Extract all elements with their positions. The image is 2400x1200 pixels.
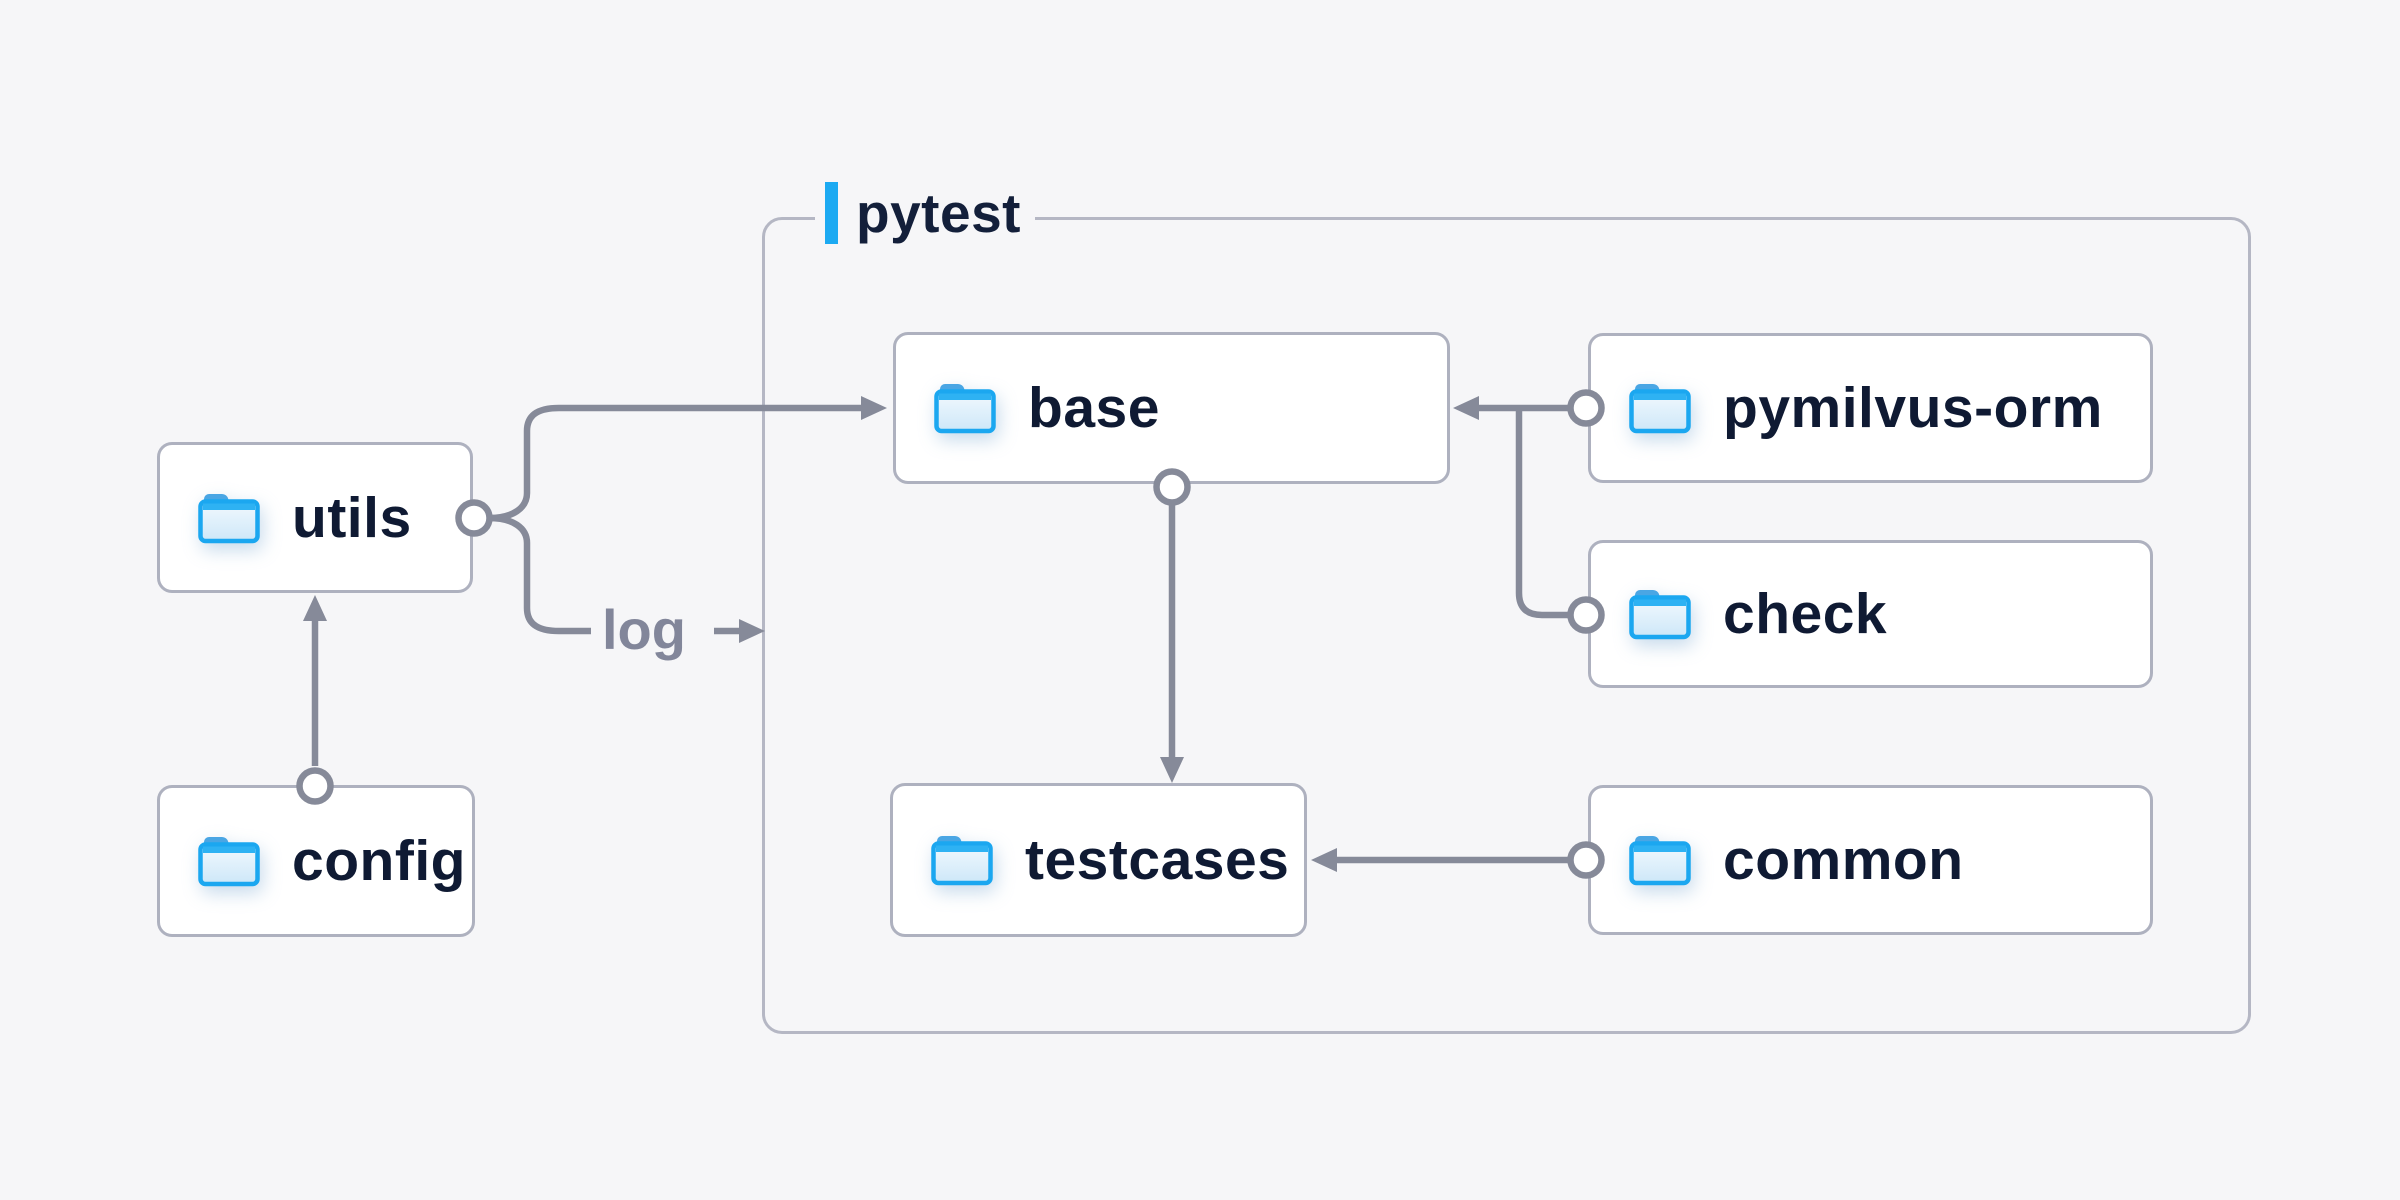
node-utils: utils [157, 442, 473, 593]
folder-icon [1629, 836, 1691, 886]
node-label: testcases [1025, 828, 1290, 892]
folder-icon [931, 836, 993, 886]
node-label: pymilvus-orm [1723, 376, 2103, 440]
node-testcases: testcases [890, 783, 1307, 937]
node-config: config [157, 785, 475, 937]
pytest-group-title: pytest [856, 182, 1021, 244]
edge-label-log: log [602, 598, 686, 661]
node-label: base [1028, 376, 1160, 440]
node-base: base [893, 332, 1450, 484]
node-label: common [1723, 828, 1964, 892]
node-label: check [1723, 582, 1888, 646]
node-check: check [1588, 540, 2153, 688]
folder-icon [198, 837, 260, 887]
node-label: config [292, 829, 466, 893]
node-label: utils [292, 485, 412, 550]
edge-utils-log [488, 514, 591, 635]
folder-icon [198, 493, 260, 543]
node-pymilvus-orm: pymilvus-orm [1588, 333, 2153, 483]
pytest-group-label: pytest [815, 182, 1035, 244]
accent-bar [825, 182, 838, 244]
folder-icon [1629, 590, 1691, 640]
node-common: common [1588, 785, 2153, 935]
folder-icon [1629, 384, 1691, 434]
folder-icon [934, 384, 996, 434]
